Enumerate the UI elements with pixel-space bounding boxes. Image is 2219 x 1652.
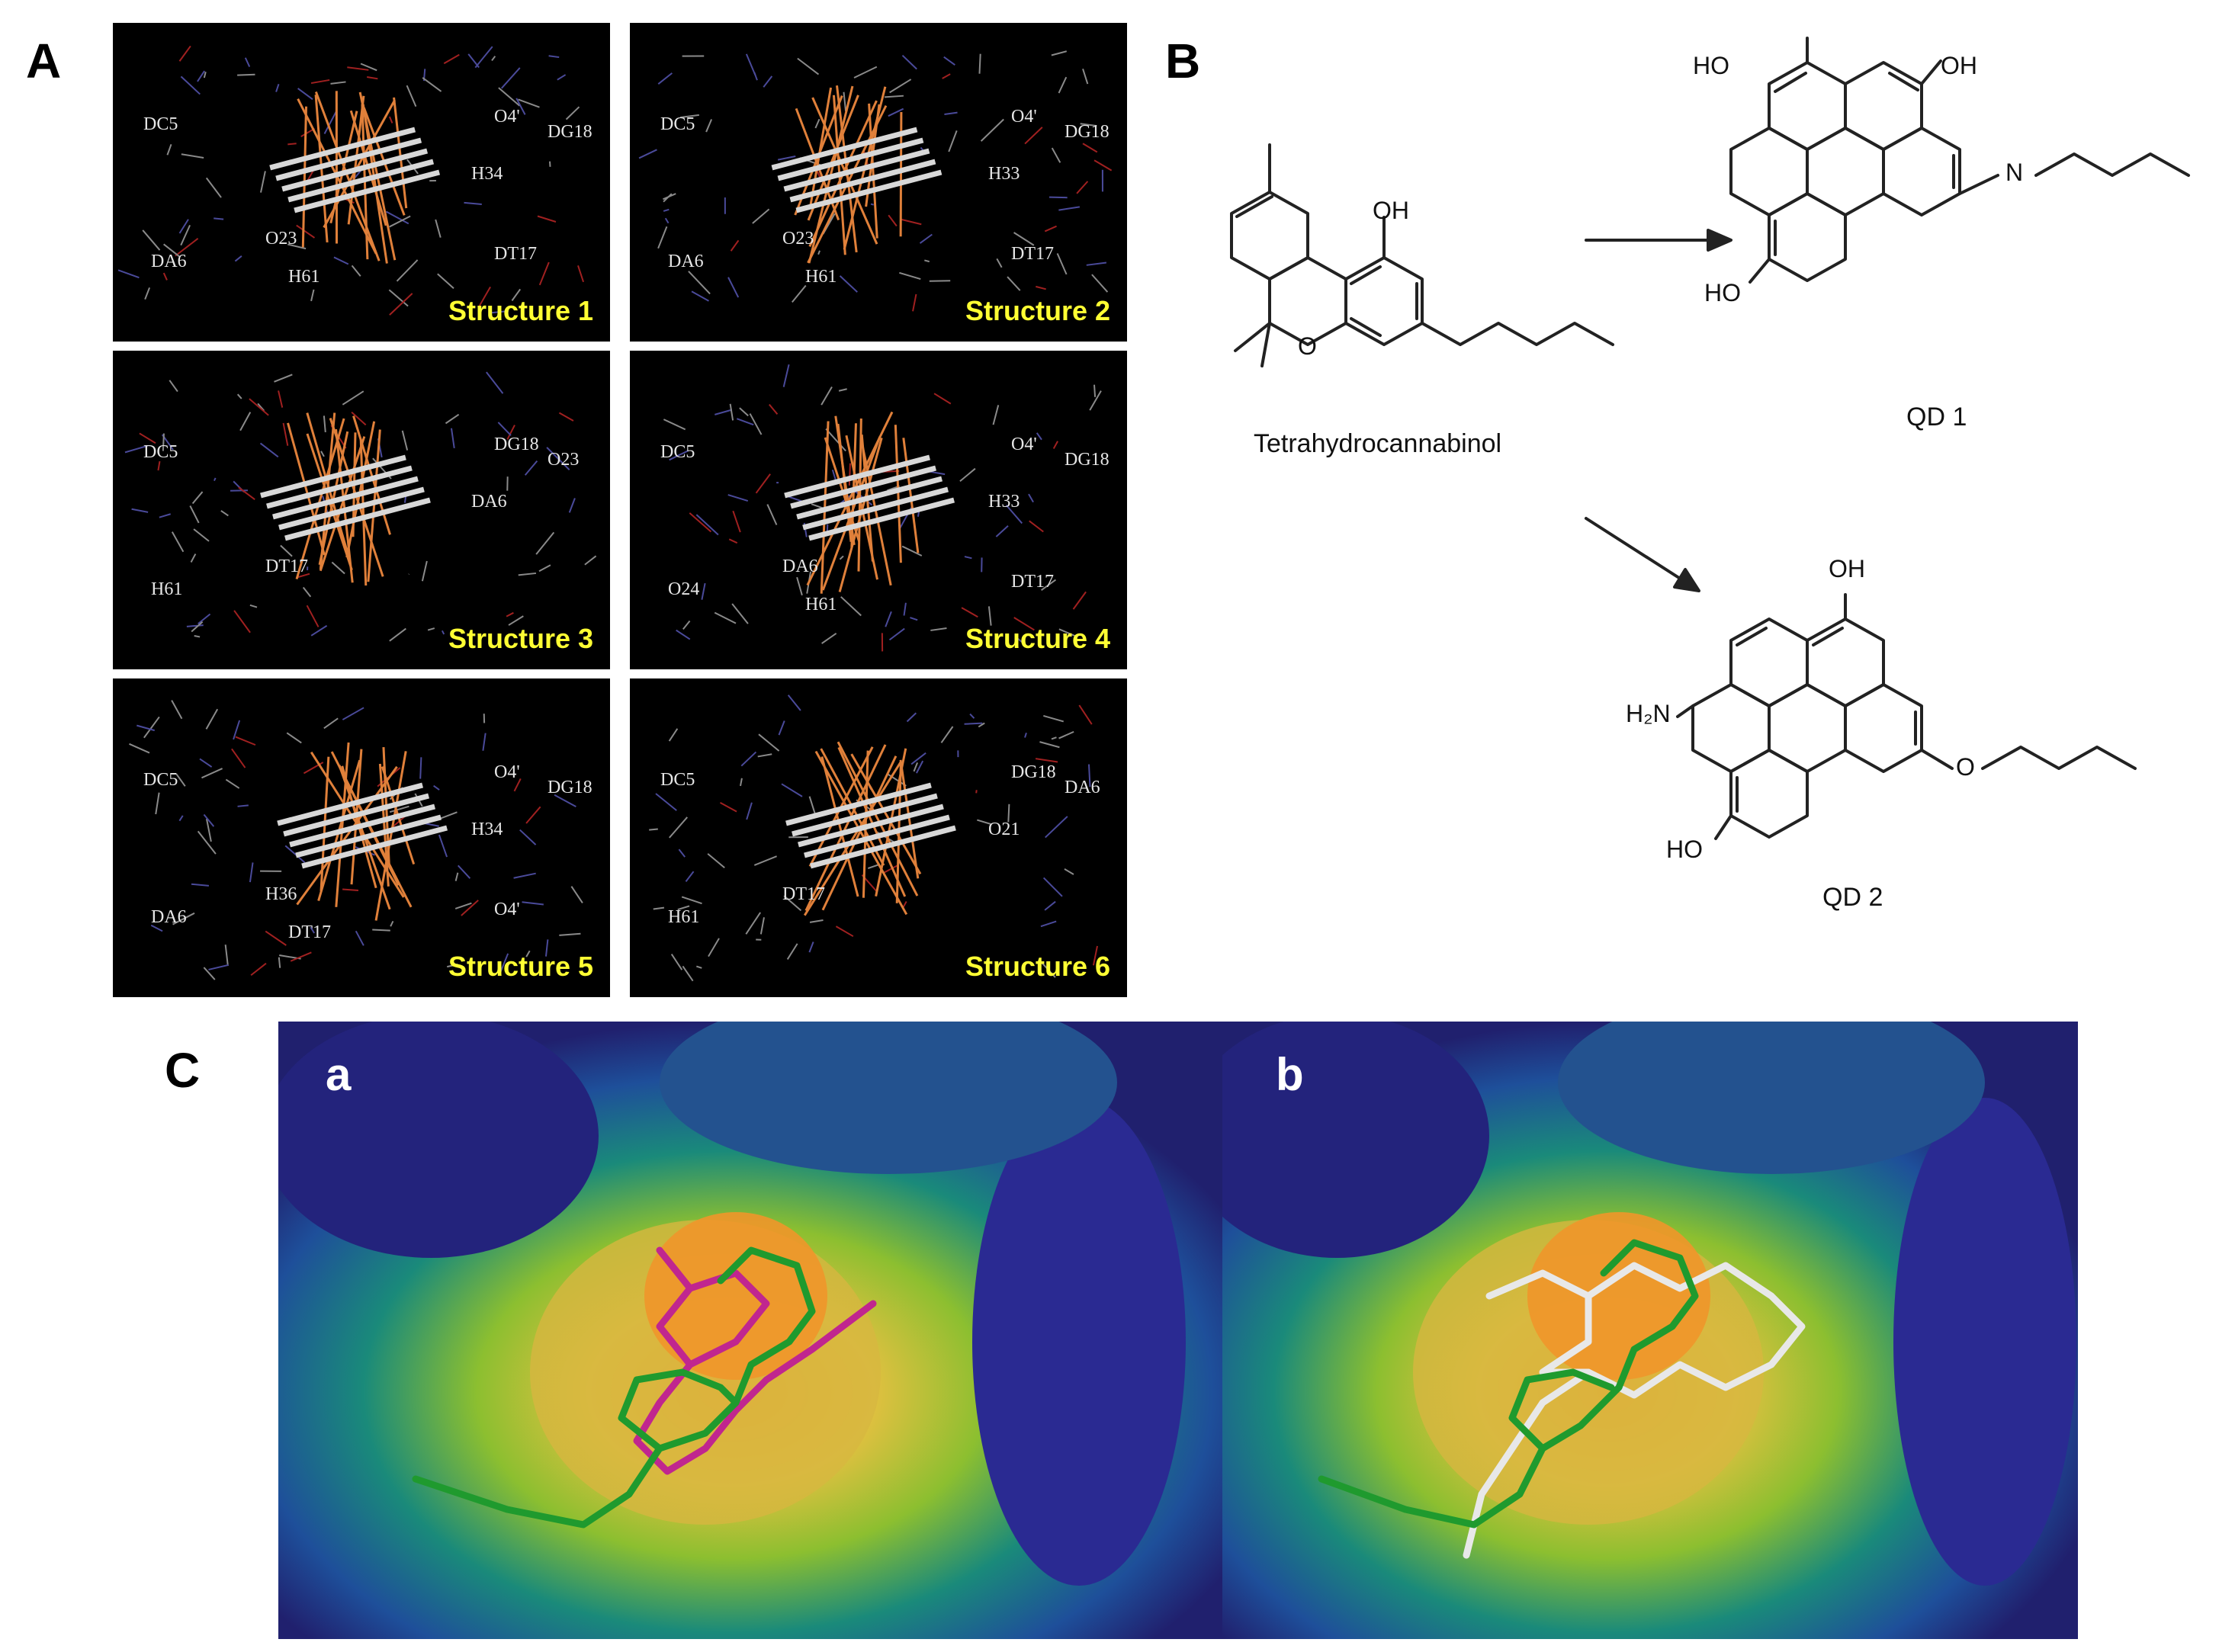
atom-label: DC5 — [660, 770, 695, 790]
atom-label: DC5 — [660, 442, 695, 462]
atom-label: DT17 — [265, 557, 308, 576]
atom-label: DG18 — [548, 778, 592, 797]
qd1-name: QD 1 — [1906, 403, 1967, 431]
atom-label: DC5 — [143, 114, 178, 134]
thc-name: Tetrahydrocannabinol — [1254, 429, 1502, 458]
atom-label: DA6 — [151, 907, 187, 927]
atom-label: DG18 — [1011, 762, 1056, 782]
atom-label: DT17 — [1011, 572, 1054, 592]
atom-label: H33 — [988, 492, 1020, 512]
atom-label: O4' — [494, 762, 520, 782]
qd2-name: QD 2 — [1822, 883, 1883, 912]
atom-label: DC5 — [143, 770, 178, 790]
atom-label: H34 — [471, 820, 503, 839]
atom-label: DT17 — [782, 884, 825, 904]
atom-label: DA6 — [1065, 778, 1100, 797]
atom-label: DG18 — [548, 122, 592, 142]
panel-label-a: A — [26, 34, 62, 88]
atom-label: DA6 — [151, 252, 187, 271]
atom-label: DA6 — [782, 557, 818, 576]
atom-label: DT17 — [1011, 244, 1054, 264]
atom-label: DT17 — [288, 922, 331, 942]
atom-label: DT17 — [494, 244, 537, 264]
dna-ligand-render — [129, 700, 583, 980]
thc-ring-a — [1230, 191, 1309, 281]
atom-label: H61 — [151, 579, 183, 599]
atom-label: H61 — [805, 595, 837, 614]
structure-caption: Structure 5 — [448, 951, 593, 982]
qd2-skeleton — [1676, 593, 2137, 840]
qd2-h2n-label: H₂N — [1626, 700, 1671, 727]
structure-caption: Structure 2 — [965, 295, 1110, 326]
thc-o-label: O — [1298, 332, 1317, 360]
docking-view-a: a — [278, 1022, 1222, 1639]
panel-b-chemistry: OH O Tetrahydrocannabinol HO OH N HO QD … — [1190, 30, 2204, 945]
atom-label: DC5 — [660, 114, 695, 134]
thc-oh-label: OH — [1373, 197, 1409, 224]
qd1-ho-bottom-label: HO — [1704, 279, 1741, 306]
qd1-skeleton — [1729, 37, 2190, 284]
qd1-oh-right-label: OH — [1941, 52, 1977, 79]
sub-label-a: a — [326, 1049, 352, 1100]
thc-ring-b — [1268, 256, 1347, 346]
atom-label: H36 — [265, 884, 297, 904]
qd1-ho-left-label: HO — [1693, 52, 1729, 79]
panel-label-c: C — [165, 1043, 201, 1098]
atom-label: O24 — [668, 579, 700, 599]
qd2-o-label: O — [1956, 753, 1975, 781]
panel-label-b: B — [1165, 34, 1201, 88]
atom-label: O4' — [1011, 107, 1037, 127]
thc-ring-c — [1344, 256, 1424, 346]
dna-ligand-render — [649, 694, 1098, 982]
structure-caption: Structure 6 — [965, 951, 1110, 982]
structure-caption: Structure 1 — [448, 295, 593, 326]
atom-label: O4' — [1011, 435, 1037, 454]
structure-caption: Structure 3 — [448, 623, 593, 654]
atom-label: O23 — [265, 229, 297, 249]
atom-label: DA6 — [471, 492, 507, 512]
atom-label: O4' — [494, 900, 520, 919]
atom-label: H34 — [471, 164, 503, 184]
qd2-oh-top-label: OH — [1829, 555, 1865, 582]
dna-ligand-render — [124, 371, 597, 642]
atom-label: H61 — [805, 267, 837, 287]
atom-label: DG18 — [1065, 122, 1110, 142]
atom-label: O23 — [548, 450, 580, 470]
dna-ligand-render — [638, 50, 1113, 312]
atom-label: H61 — [668, 907, 700, 927]
sub-label-b: b — [1276, 1049, 1304, 1100]
docking-view-b: b — [1222, 1022, 2078, 1639]
atom-label: DC5 — [143, 442, 178, 462]
atom-label: O23 — [782, 229, 814, 249]
structure-caption: Structure 4 — [965, 623, 1110, 654]
atom-label: DG18 — [494, 435, 539, 454]
atom-label: O21 — [988, 820, 1020, 839]
qd2-ho-bottom-label: HO — [1666, 836, 1703, 863]
atom-label: O4' — [494, 107, 520, 127]
dna-ligand-render — [663, 364, 1102, 652]
dna-ligand-render — [117, 45, 585, 316]
atom-label: H61 — [288, 267, 320, 287]
atom-label: DA6 — [668, 252, 704, 271]
atom-label: H33 — [988, 164, 1020, 184]
qd1-n-label: N — [2005, 159, 2024, 186]
atom-label: DG18 — [1065, 450, 1110, 470]
chemical-structures — [1230, 37, 2190, 840]
